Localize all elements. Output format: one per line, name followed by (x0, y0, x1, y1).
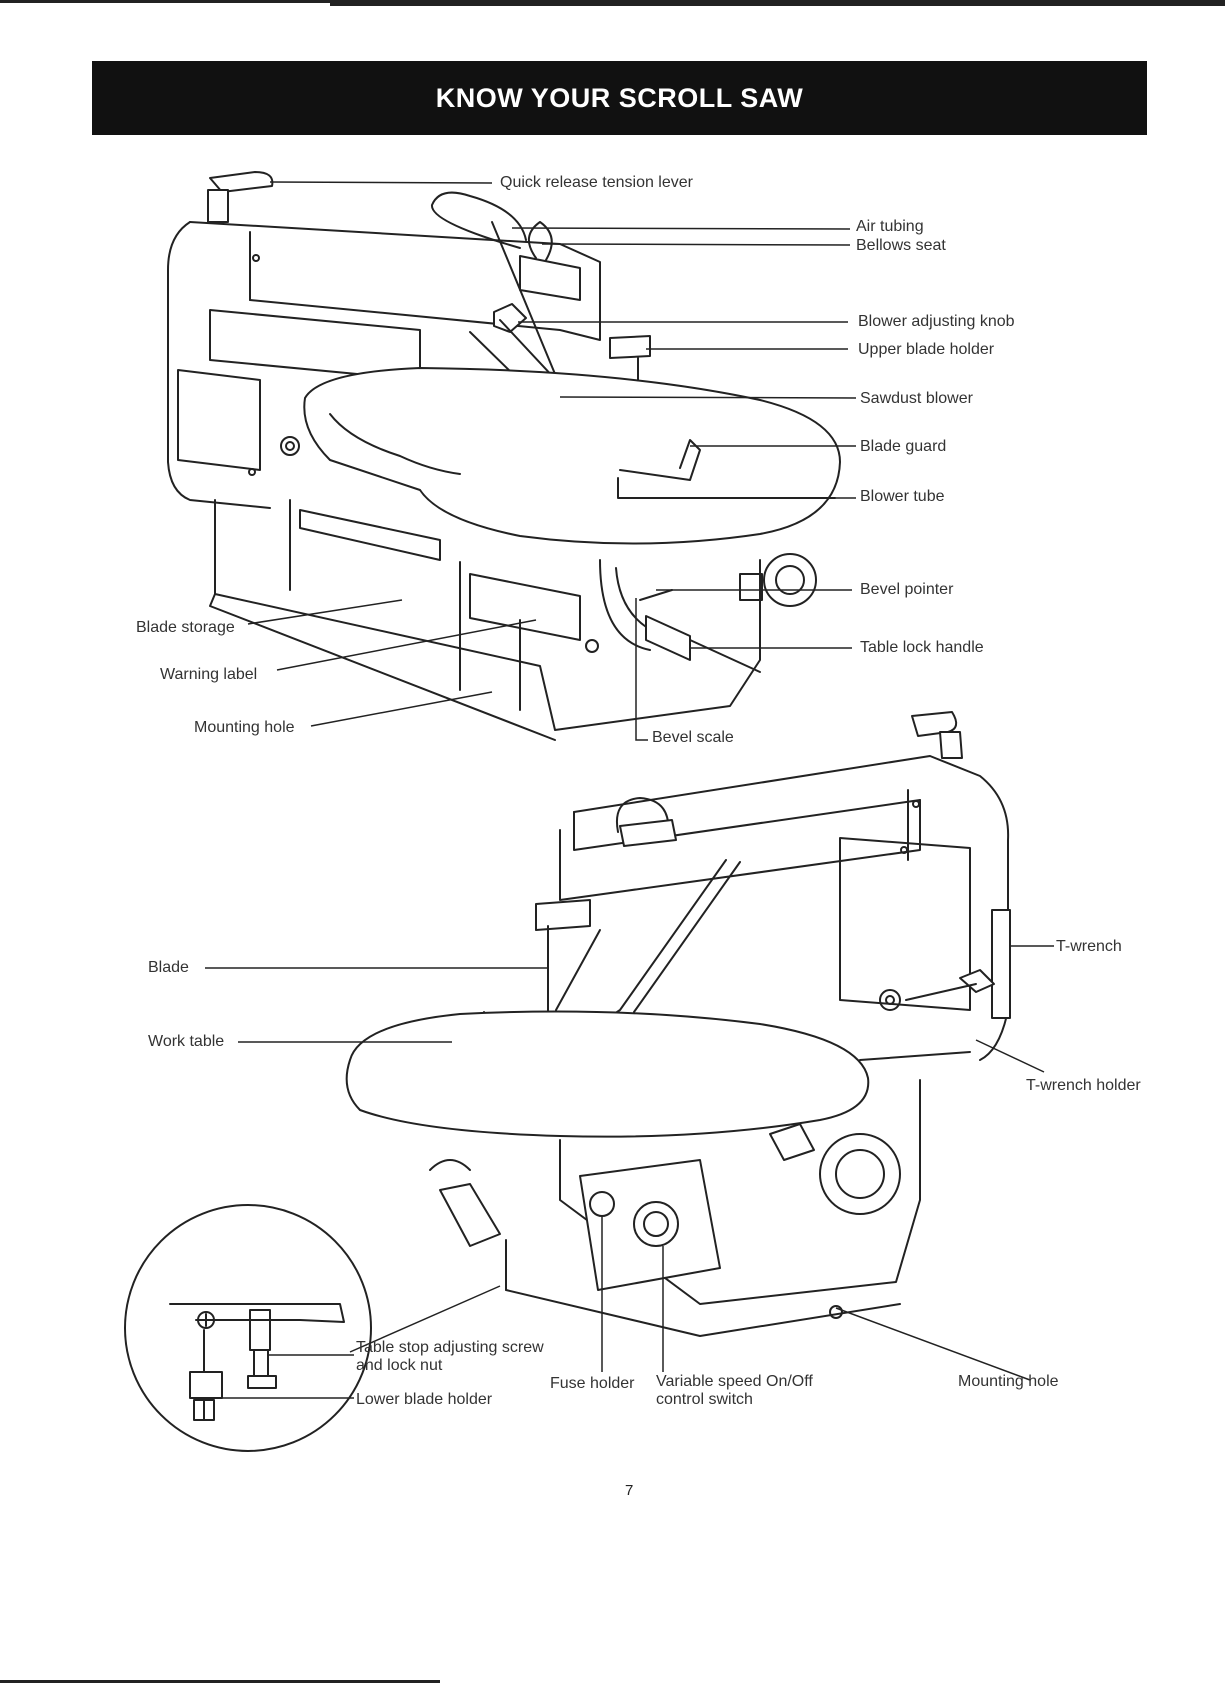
label-blower-tube: Blower tube (860, 488, 945, 505)
label-mounting-hole-top: Mounting hole (194, 719, 295, 736)
bottom-saw-illustration (345, 711, 1011, 1337)
label-table-lock-handle: Table lock handle (860, 639, 984, 656)
top-saw-illustration (167, 171, 841, 741)
label-bevel-pointer: Bevel pointer (860, 581, 954, 598)
label-warning-label: Warning label (160, 666, 258, 683)
detail-inset (124, 1204, 372, 1452)
label-t-wrench-holder: T-wrench holder (1026, 1077, 1141, 1094)
label-switch-line1: Variable speed On/Off (656, 1373, 813, 1390)
label-t-wrench: T-wrench (1056, 938, 1122, 955)
leader-lines (205, 181, 1054, 1399)
label-blower-adjusting-knob: Blower adjusting knob (858, 313, 1015, 330)
label-bellows-seat: Bellows seat (856, 237, 946, 254)
label-blade-guard: Blade guard (860, 438, 947, 455)
title-bar: KNOW YOUR SCROLL SAW (92, 61, 1147, 135)
label-air-tubing: Air tubing (856, 218, 924, 235)
page-top-rule-thick (330, 0, 1225, 6)
label-fuse-holder: Fuse holder (550, 1375, 635, 1392)
label-upper-blade-holder-top: Upper blade holder (858, 341, 995, 358)
label-table-stop-line1: Table stop adjusting screw (356, 1339, 544, 1356)
label-table-stop-line2: and lock nut (356, 1357, 443, 1374)
page-bottom-rule (0, 1680, 440, 1683)
label-quick-release-tension-lever: Quick release tension lever (500, 174, 693, 191)
label-sawdust-blower: Sawdust blower (860, 390, 973, 407)
page-number: 7 (625, 1482, 634, 1499)
page-title: KNOW YOUR SCROLL SAW (435, 82, 804, 113)
label-blade-storage: Blade storage (136, 619, 235, 636)
label-mounting-hole-bottom: Mounting hole (958, 1373, 1059, 1390)
label-blade: Blade (148, 959, 189, 976)
label-work-table: Work table (148, 1033, 225, 1050)
label-bevel-scale: Bevel scale (652, 729, 734, 746)
label-switch-line2: control switch (656, 1391, 753, 1408)
label-lower-blade-holder: Lower blade holder (356, 1391, 493, 1408)
